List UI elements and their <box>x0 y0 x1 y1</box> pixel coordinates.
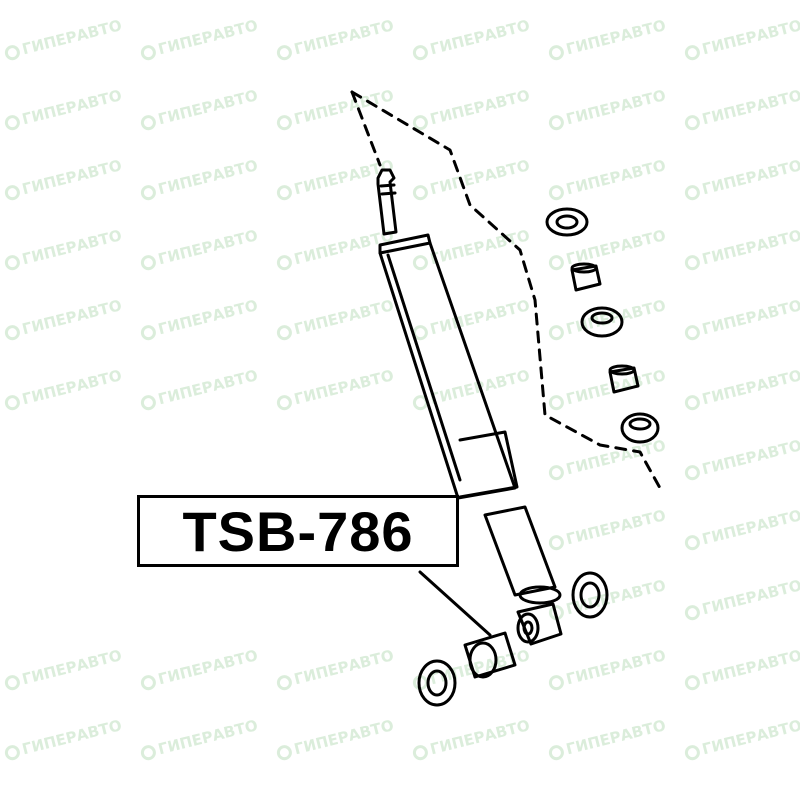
lower-tube <box>483 505 562 605</box>
part-number-text: TSB-786 <box>182 499 414 563</box>
shock-body <box>378 233 519 500</box>
lower-bushings <box>417 571 609 707</box>
upper-washers <box>545 207 660 444</box>
leader-line <box>418 570 492 637</box>
piston-rod <box>376 168 398 236</box>
lower-eye <box>516 602 563 646</box>
part-number-label: TSB-786 <box>137 495 459 567</box>
dashed-outline <box>350 90 662 490</box>
